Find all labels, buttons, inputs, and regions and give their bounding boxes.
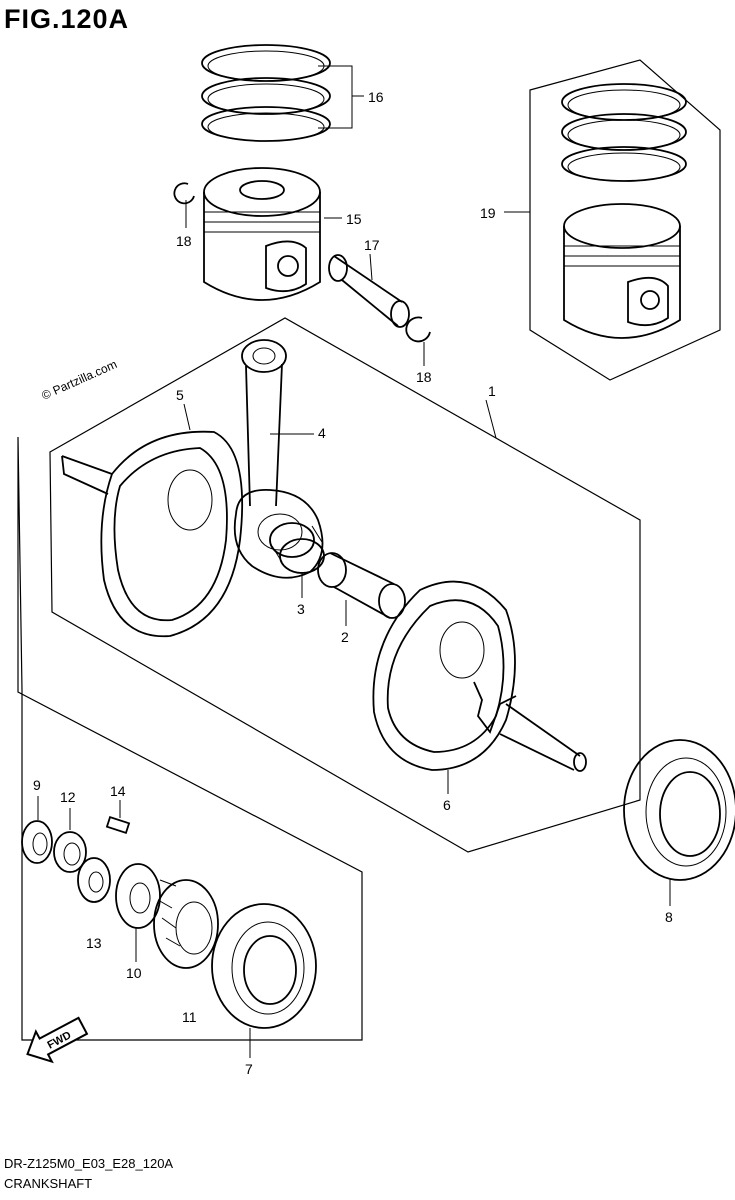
section-name: CRANKSHAFT bbox=[4, 1176, 92, 1191]
piston-pin-circlip-right[interactable] bbox=[405, 316, 431, 343]
callout-9: 9 bbox=[33, 777, 41, 793]
crankshaft-right[interactable] bbox=[372, 580, 587, 772]
callout-8: 8 bbox=[665, 909, 673, 925]
callout-17: 17 bbox=[364, 237, 380, 253]
callout-19: 19 bbox=[480, 205, 496, 221]
callout-7: 7 bbox=[245, 1061, 253, 1077]
crankshaft-bearing-right[interactable] bbox=[623, 739, 735, 881]
connecting-rod[interactable] bbox=[233, 339, 324, 579]
piston-rings[interactable] bbox=[201, 44, 331, 142]
crankshaft-left[interactable] bbox=[61, 430, 244, 638]
crankshaft-assembly-frame bbox=[49, 317, 641, 853]
piston-set-frame bbox=[529, 59, 721, 381]
callout-12: 12 bbox=[60, 789, 76, 805]
figure-title: FIG.120A bbox=[4, 4, 129, 34]
callout-18-right: 18 bbox=[416, 369, 432, 385]
forward-arrow-icon bbox=[26, 1016, 89, 1064]
callout-10: 10 bbox=[126, 965, 142, 981]
callout-13: 13 bbox=[86, 935, 102, 951]
callout-16: 16 bbox=[368, 89, 384, 105]
washer[interactable] bbox=[77, 857, 111, 903]
piston-pin[interactable] bbox=[328, 254, 410, 328]
piston-pin-circlip-left[interactable] bbox=[173, 182, 195, 205]
callout-3: 3 bbox=[297, 601, 305, 617]
callout-15: 15 bbox=[346, 211, 362, 227]
callout-5: 5 bbox=[176, 387, 184, 403]
callout-6: 6 bbox=[443, 797, 451, 813]
callout-18-left: 18 bbox=[176, 233, 192, 249]
crank-nut[interactable] bbox=[53, 831, 87, 873]
piston-set[interactable] bbox=[561, 83, 687, 339]
diagram-code: DR-Z125M0_E03_E28_120A bbox=[4, 1156, 173, 1171]
callout-1: 1 bbox=[488, 383, 496, 399]
crankshaft-bearing-left[interactable] bbox=[211, 903, 317, 1029]
lower-group-frame bbox=[17, 436, 363, 1041]
callout-11: 11 bbox=[182, 1009, 197, 1025]
callout-leaders bbox=[37, 65, 671, 1058]
callout-14: 14 bbox=[110, 783, 126, 799]
primary-drive-gear[interactable] bbox=[115, 863, 219, 969]
watermark: © Partzilla.com bbox=[40, 357, 120, 403]
oil-seal[interactable] bbox=[21, 820, 53, 864]
callout-2: 2 bbox=[341, 629, 349, 645]
callout-4: 4 bbox=[318, 425, 326, 441]
woodruff-key[interactable] bbox=[105, 816, 131, 834]
piston[interactable] bbox=[203, 167, 321, 301]
crank-pin[interactable] bbox=[317, 552, 406, 619]
